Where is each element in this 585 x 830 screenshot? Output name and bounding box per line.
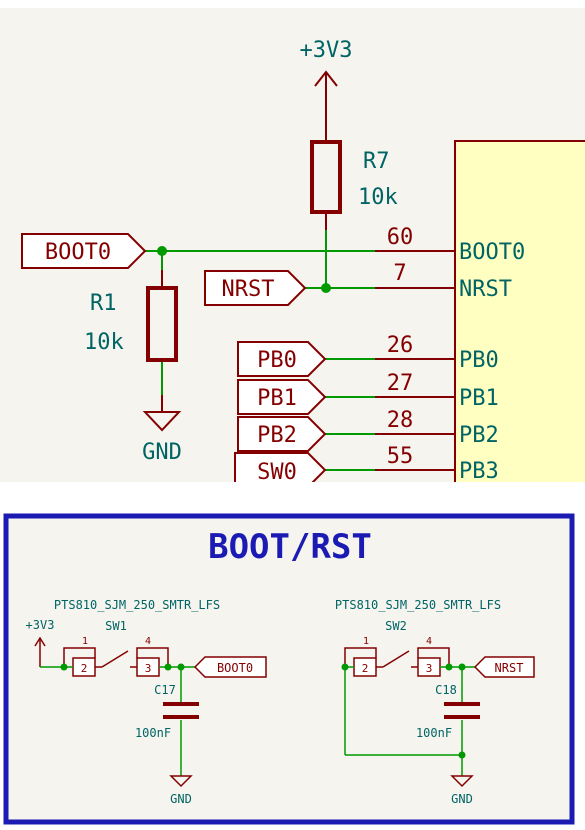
c17-ref: C17 bbox=[154, 683, 176, 697]
gnd-label-left: GND bbox=[170, 792, 192, 806]
junction-nrst bbox=[321, 283, 331, 293]
gnd-label-right: GND bbox=[451, 792, 473, 806]
right-wires bbox=[344, 666, 475, 776]
c18-ref: C18 bbox=[435, 683, 457, 697]
pin-number-60: 60 bbox=[387, 225, 414, 250]
pin-name-pb3: PB3 bbox=[459, 459, 499, 484]
net-label-boot0: BOOT0 bbox=[45, 240, 111, 265]
sw1-ref: SW1 bbox=[105, 619, 127, 633]
net-label-nrst-bottom-shape bbox=[473, 656, 535, 678]
image-divider bbox=[0, 482, 585, 510]
sw1-pin2: 2 bbox=[81, 662, 88, 675]
power-label-3v3-bottom: +3V3 bbox=[26, 618, 55, 632]
net-label-sw0: SW0 bbox=[257, 460, 297, 485]
resistor-r1-body bbox=[146, 286, 178, 362]
sw1-pin3: 3 bbox=[145, 662, 152, 675]
boot-rst-title: BOOT/RST bbox=[208, 527, 372, 567]
net-label-boot0-bottom-shape bbox=[193, 656, 267, 678]
net-label-nrst: NRST bbox=[222, 277, 275, 302]
bottom-schematic: BOOT/RST PTS810_SJM_250_SMTR_LFS +3V3 SW… bbox=[3, 513, 575, 825]
r1-value: 10k bbox=[84, 330, 124, 355]
net-label-pb1: PB1 bbox=[257, 386, 297, 411]
net-label-pb1-shape bbox=[237, 379, 327, 415]
power-symbol-3v3 bbox=[314, 70, 338, 110]
net-label-boot0-shape bbox=[21, 233, 147, 269]
pin-name-pb1: PB1 bbox=[459, 386, 499, 411]
pin-number-7: 7 bbox=[393, 261, 406, 286]
net-label-pb2-shape bbox=[237, 416, 327, 452]
sw2-part-number: PTS810_SJM_250_SMTR_LFS bbox=[335, 598, 501, 612]
pin-number-27: 27 bbox=[387, 371, 414, 396]
gnd-symbol-top bbox=[142, 395, 182, 432]
top-schematic: +3V3 R7 10k R1 10k GND bbox=[0, 8, 585, 488]
c18-value: 100nF bbox=[416, 726, 452, 740]
junction-left-1 bbox=[60, 663, 68, 671]
right-circuit: PTS810_SJM_250_SMTR_LFS SW2 1 4 2 3 bbox=[335, 598, 535, 806]
junction-left-3 bbox=[177, 663, 185, 671]
sw1-pin1: 1 bbox=[82, 636, 88, 647]
capacitor-c17 bbox=[163, 702, 199, 719]
gnd-symbol-left bbox=[169, 775, 193, 788]
left-circuit: PTS810_SJM_250_SMTR_LFS +3V3 SW1 1 4 2 3 bbox=[26, 598, 267, 806]
pin-name-pb2: PB2 bbox=[459, 423, 499, 448]
sw1-pin4: 4 bbox=[145, 636, 151, 647]
net-label-nrst-bottom: NRST bbox=[495, 661, 524, 675]
junction-right-2 bbox=[445, 663, 453, 671]
sw2-pin3: 3 bbox=[426, 662, 433, 675]
pin-name-nrst: NRST bbox=[459, 277, 512, 302]
gnd-label-top: GND bbox=[142, 440, 182, 465]
junction-right-3 bbox=[458, 663, 466, 671]
gnd-symbol-right bbox=[450, 775, 474, 788]
sw2-switch-body bbox=[344, 647, 450, 677]
net-label-pb0: PB0 bbox=[257, 348, 297, 373]
sw1-part-number: PTS810_SJM_250_SMTR_LFS bbox=[54, 598, 220, 612]
pin-name-boot0: BOOT0 bbox=[459, 240, 525, 265]
r7-value: 10k bbox=[358, 185, 398, 210]
net-label-nrst-shape bbox=[204, 270, 307, 306]
c17-value: 100nF bbox=[135, 726, 171, 740]
net-label-pb2: PB2 bbox=[257, 423, 297, 448]
capacitor-c18 bbox=[444, 702, 480, 719]
net-label-boot0-bottom: BOOT0 bbox=[217, 661, 253, 675]
junction-right-1 bbox=[341, 663, 349, 671]
pin-number-28: 28 bbox=[387, 408, 414, 433]
junction-left-2 bbox=[164, 663, 172, 671]
net-label-pb0-shape bbox=[237, 341, 327, 377]
net-label-sw0-shape bbox=[234, 452, 327, 488]
power-symbol-3v3-bottom bbox=[34, 636, 46, 667]
sw2-ref: SW2 bbox=[385, 619, 407, 633]
boot-rst-frame bbox=[3, 513, 575, 825]
sw2-pin2: 2 bbox=[362, 662, 369, 675]
mcu-pin-lines bbox=[375, 250, 455, 471]
sw2-pin4: 4 bbox=[426, 636, 432, 647]
r1-ref: R1 bbox=[90, 291, 117, 316]
pin-number-55: 55 bbox=[387, 444, 414, 469]
pin-name-pb0: PB0 bbox=[459, 348, 499, 373]
r7-ref: R7 bbox=[363, 149, 390, 174]
sw2-pin1: 1 bbox=[363, 636, 369, 647]
power-label-3v3: +3V3 bbox=[300, 38, 353, 63]
junction-right-4 bbox=[458, 751, 466, 759]
pin-number-26: 26 bbox=[387, 333, 414, 358]
junction-boot0 bbox=[157, 246, 167, 256]
mcu-symbol-body bbox=[454, 140, 585, 487]
